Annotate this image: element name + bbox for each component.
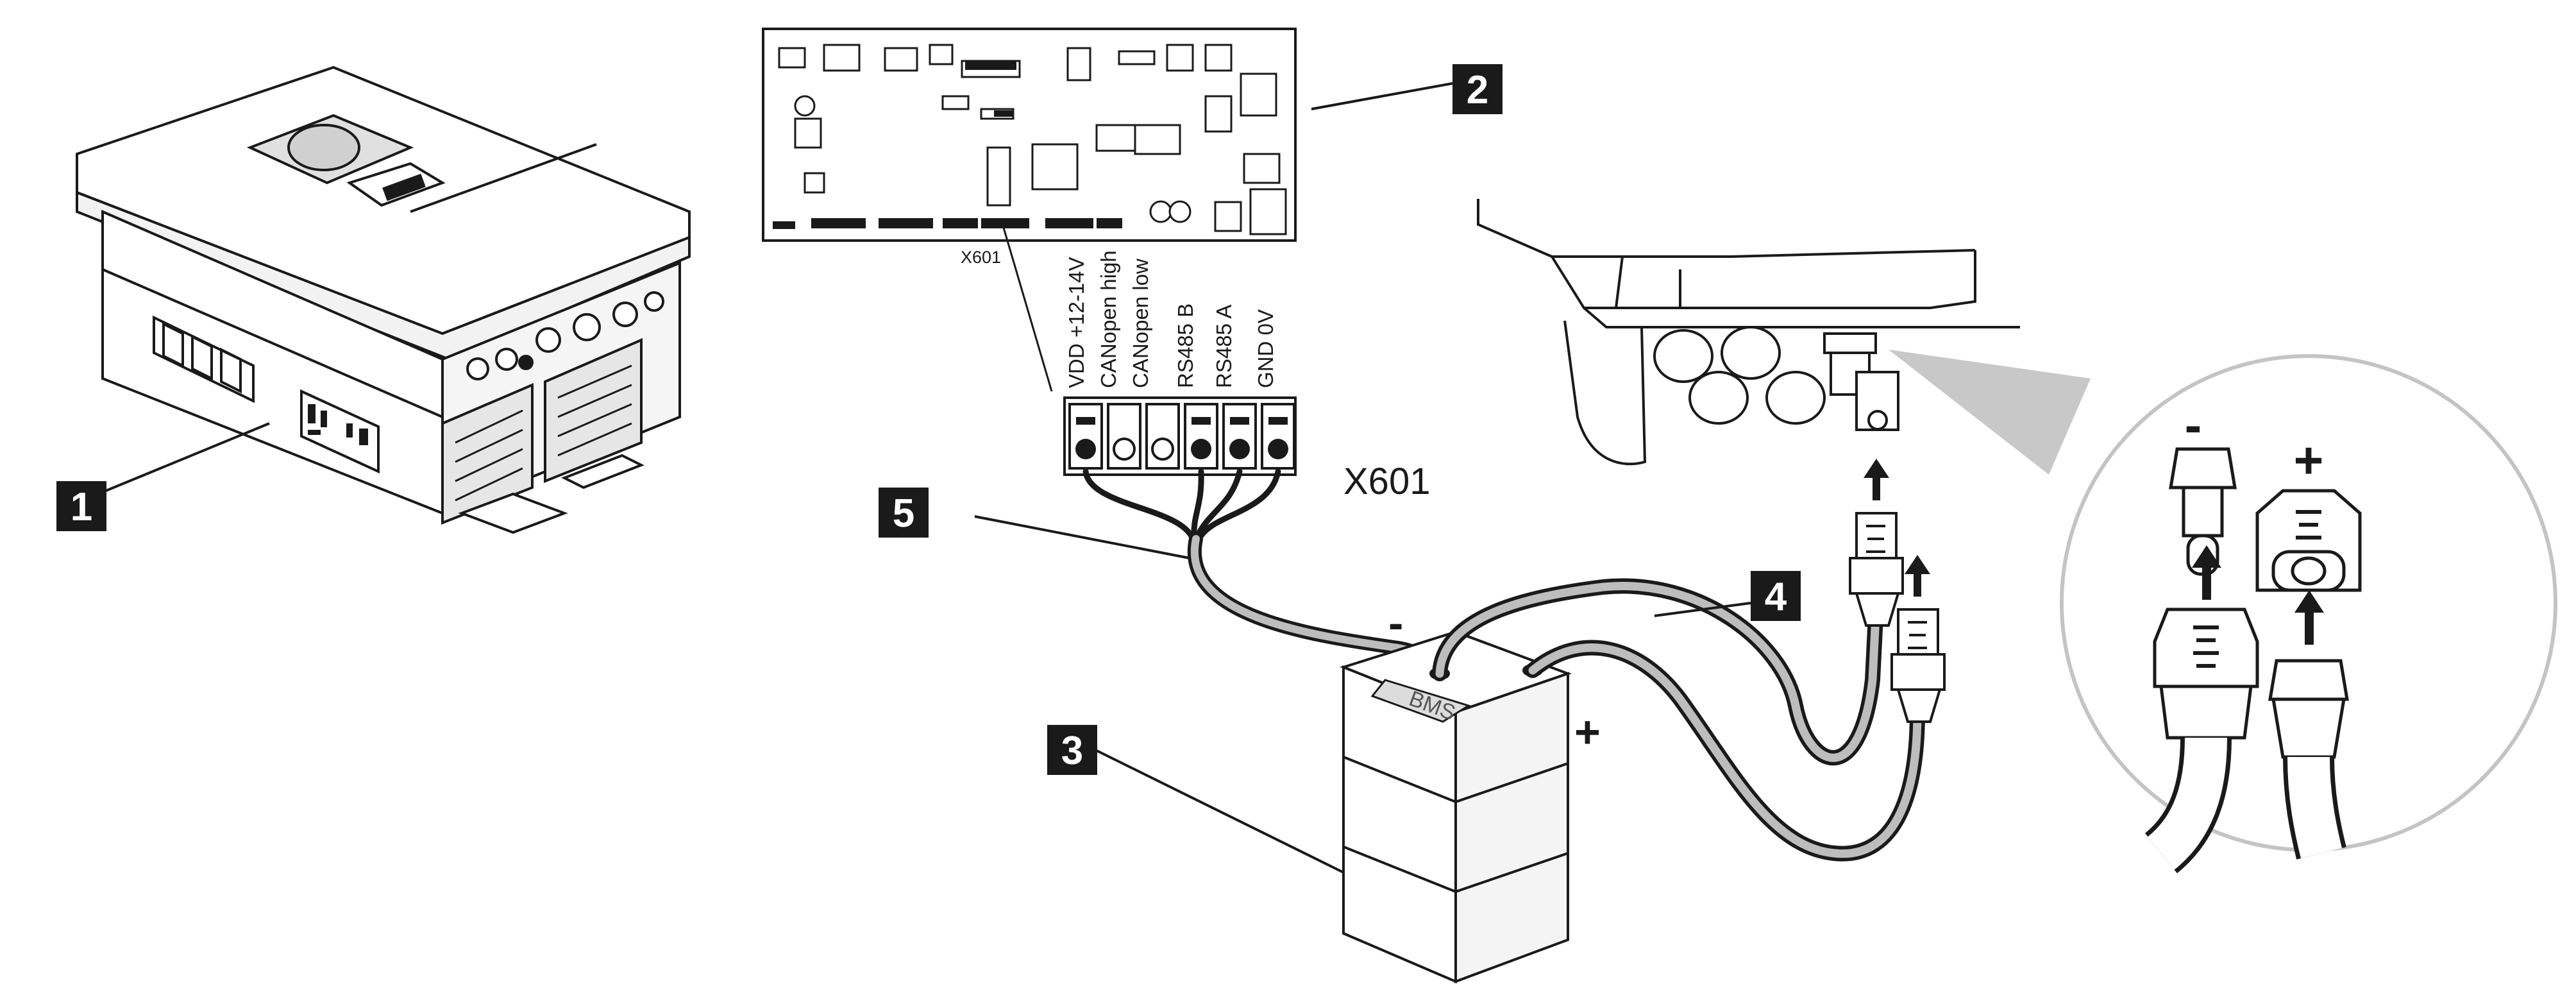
inset-plus-sign: + (2294, 432, 2324, 489)
leader-1 (105, 422, 270, 492)
battery-minus-sign: - (1388, 598, 1403, 648)
dc-cables (1432, 578, 1925, 862)
callout-3-number: 3 (1061, 729, 1083, 773)
callout-5-number: 5 (893, 491, 914, 536)
dc-plug-plus (1890, 608, 1946, 723)
board-x601-label: X601 (961, 248, 1001, 267)
pin-label-rs485-b: RS485 B (1174, 303, 1197, 388)
leader-x601 (1002, 227, 1053, 392)
dc-plug-minus (1849, 512, 1904, 627)
battery (1340, 630, 1572, 984)
insert-arrows (1864, 459, 1930, 597)
circuit-board (762, 28, 1297, 242)
leader-5 (974, 515, 1190, 559)
callout-1-number: 1 (71, 485, 92, 529)
pin-label-canopen-low: CANopen low (1129, 259, 1152, 388)
callout-1: 1 (56, 481, 106, 531)
inverter (76, 65, 691, 534)
callout-2: 2 (1452, 64, 1503, 114)
pin-labels: VDD +12-14V CANopen high CANopen low RS4… (1065, 250, 1277, 388)
pin-label-gnd: GND 0V (1254, 309, 1277, 388)
leader-3 (1096, 749, 1344, 874)
pin-label-rs485-a: RS485 A (1212, 305, 1236, 388)
pin-label-vdd: VDD +12-14V (1065, 257, 1088, 388)
battery-plus-sign: + (1574, 707, 1601, 757)
callout-3: 3 (1047, 725, 1097, 775)
inverter-underside (1477, 199, 2020, 466)
zoom-wedge (1889, 350, 2091, 475)
callout-4-number: 4 (1765, 575, 1787, 619)
callout-4: 4 (1751, 571, 1801, 621)
pin-label-canopen-high: CANopen high (1097, 250, 1120, 388)
leader-4 (1654, 602, 1751, 617)
terminal-x601-label: X601 (1343, 461, 1430, 502)
inset-minus-sign: - (2185, 396, 2202, 454)
zoom-inset: - + (2060, 354, 2557, 874)
terminal-block (1063, 396, 1297, 476)
leader-2 (1311, 82, 1453, 110)
signal-wires (1082, 468, 1281, 542)
callout-2-number: 2 (1467, 68, 1488, 112)
callout-5: 5 (879, 488, 929, 538)
